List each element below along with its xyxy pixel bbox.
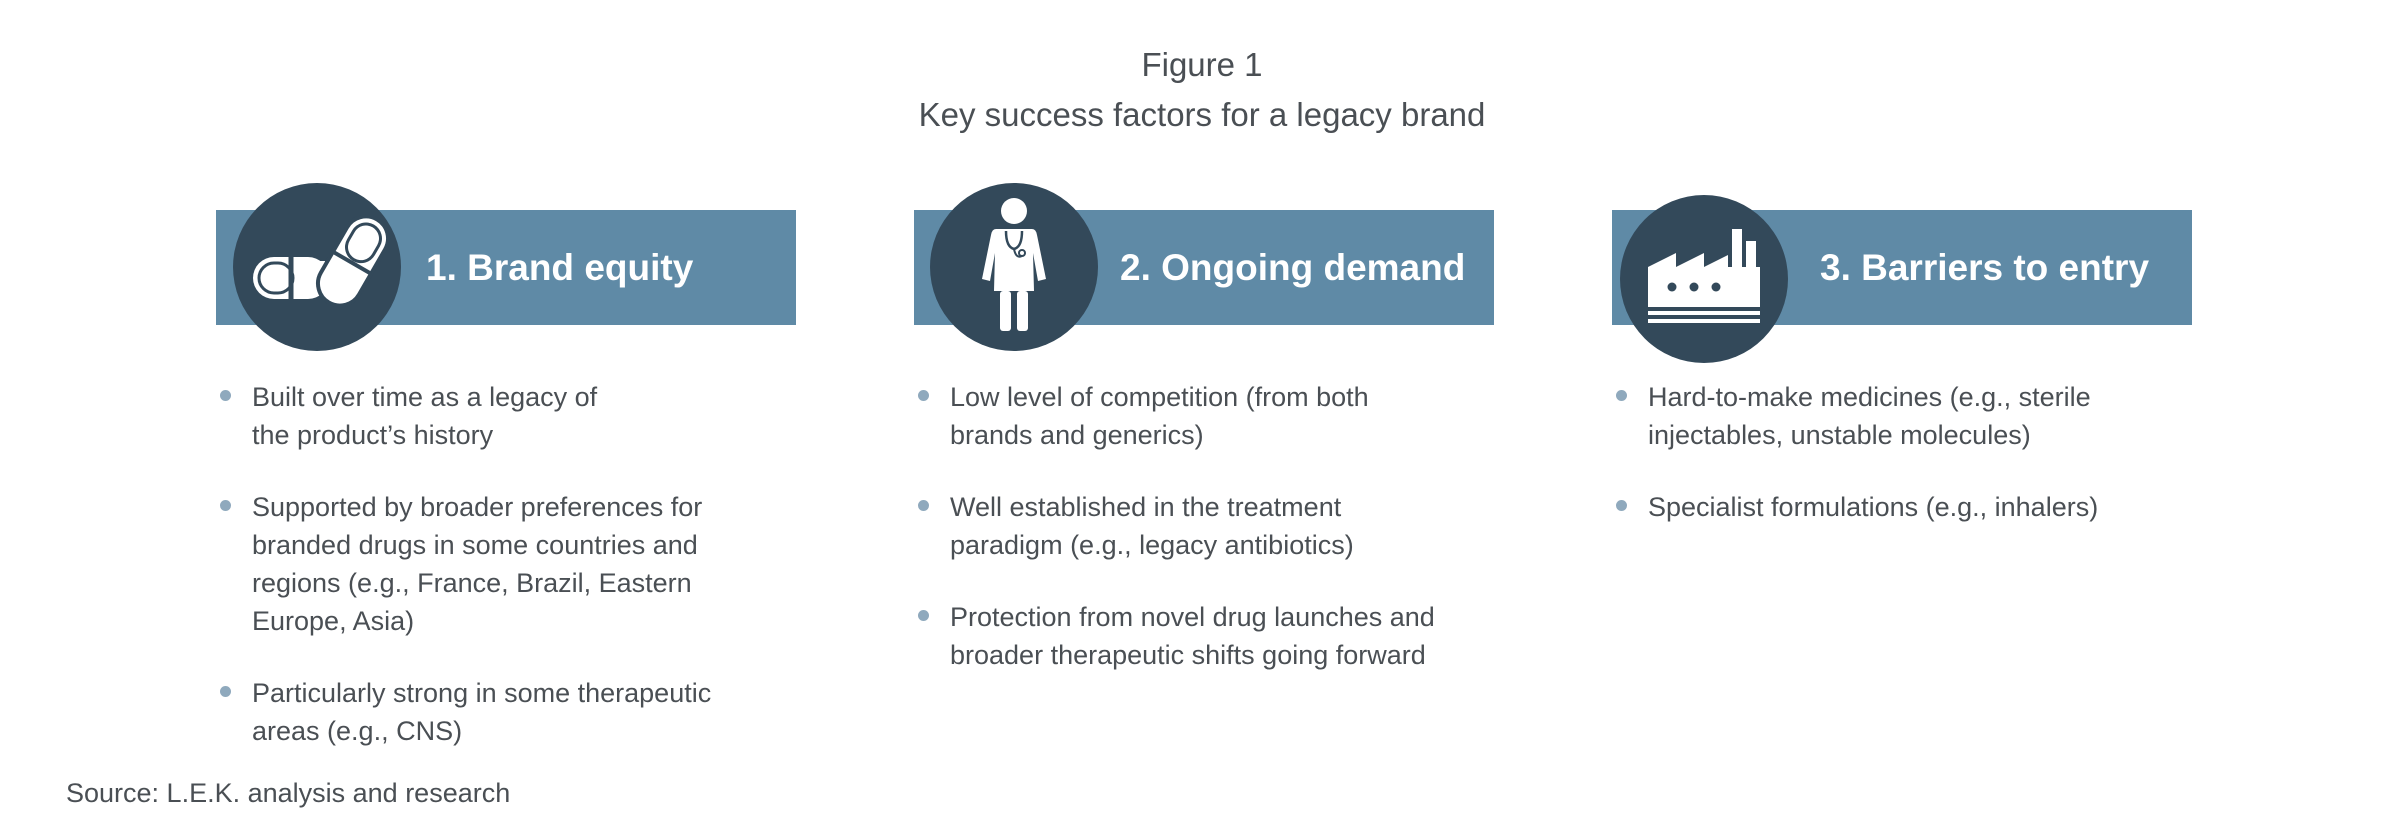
figure-label: Figure 1	[1141, 46, 1263, 83]
factor-bullet-list: Built over time as a legacy of the produ…	[216, 378, 796, 784]
figure-title: Key success factors for a legacy brand	[918, 96, 1486, 133]
factor-barriers-to-entry: 3. Barriers to entry Hard-to-make medici…	[1612, 0, 2192, 760]
factor-title: 2. Ongoing demand	[1120, 247, 1466, 288]
list-item: Well established in the treatment paradi…	[914, 488, 1420, 564]
source-note: Source: L.E.K. analysis and research	[66, 778, 511, 808]
factor-title: 1. Brand equity	[426, 247, 694, 288]
factor-brand-equity: 1. Brand equity Built over time as a leg…	[216, 0, 796, 760]
list-item: Protection from novel drug launches and …	[914, 598, 1490, 674]
factory-icon	[1620, 195, 1788, 363]
doctor-figure-icon	[930, 183, 1098, 351]
list-item: Specialist formulations (e.g., inhalers)	[1612, 488, 2188, 526]
list-item: Particularly strong in some therapeutic …	[216, 674, 752, 750]
factor-bullet-list: Low level of competition (from both bran…	[914, 378, 1494, 708]
list-item: Low level of competition (from both bran…	[914, 378, 1420, 454]
list-item: Supported by broader preferences for bra…	[216, 488, 712, 640]
factor-title: 3. Barriers to entry	[1820, 247, 2150, 288]
list-item: Hard-to-make medicines (e.g., sterile in…	[1612, 378, 2148, 454]
list-item: Built over time as a legacy of the produ…	[216, 378, 632, 454]
factor-ongoing-demand: 2. Ongoing demand Low level of competiti…	[914, 0, 1494, 760]
factor-bullet-list: Hard-to-make medicines (e.g., sterile in…	[1612, 378, 2192, 560]
pill-capsules-icon	[233, 183, 401, 351]
